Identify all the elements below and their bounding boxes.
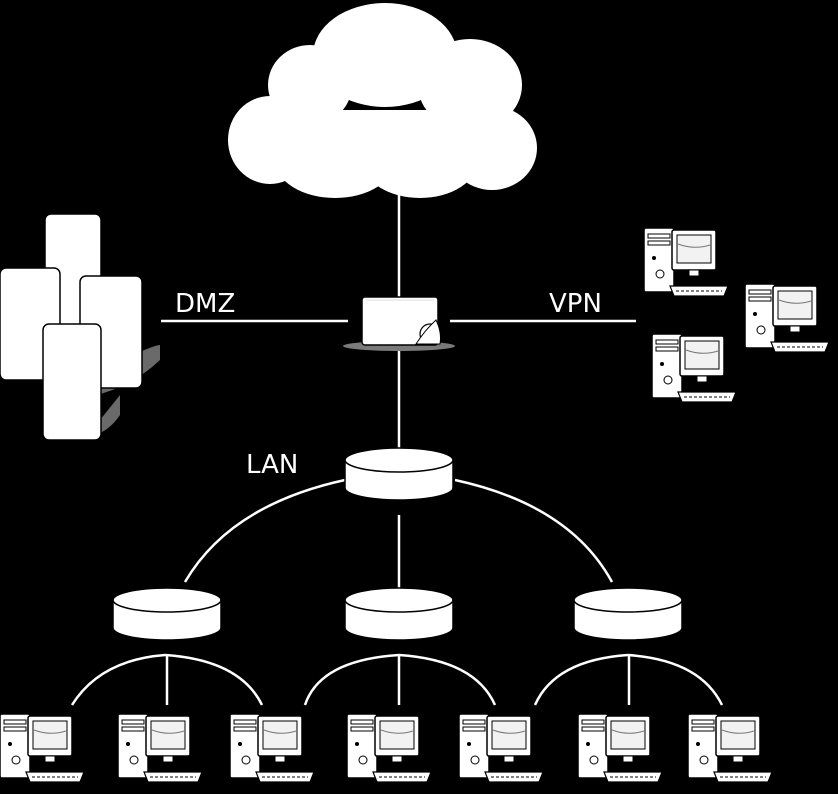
switch-icon	[344, 587, 454, 641]
lan-label: LAN	[246, 450, 298, 480]
computer-icon	[229, 713, 315, 783]
computer-icon	[687, 713, 773, 783]
firewall-icon	[343, 296, 455, 351]
switch-icon	[112, 587, 222, 641]
dmz-label: DMZ	[175, 289, 235, 319]
vpn-clients	[643, 227, 830, 403]
cloud-icon	[228, 3, 537, 198]
lan-clients	[0, 713, 773, 783]
computer-icon	[0, 713, 85, 783]
server-icon	[0, 213, 160, 441]
switch-icon	[573, 587, 683, 641]
connection-lines	[70, 195, 724, 706]
computer-icon	[346, 713, 432, 783]
switch-icon	[344, 447, 454, 501]
computer-icon	[458, 713, 544, 783]
computer-icon	[577, 713, 663, 783]
computer-icon	[744, 283, 830, 353]
computer-icon	[643, 227, 729, 297]
computer-icon	[117, 713, 203, 783]
vpn-label: VPN	[549, 289, 602, 319]
computer-icon	[651, 333, 737, 403]
